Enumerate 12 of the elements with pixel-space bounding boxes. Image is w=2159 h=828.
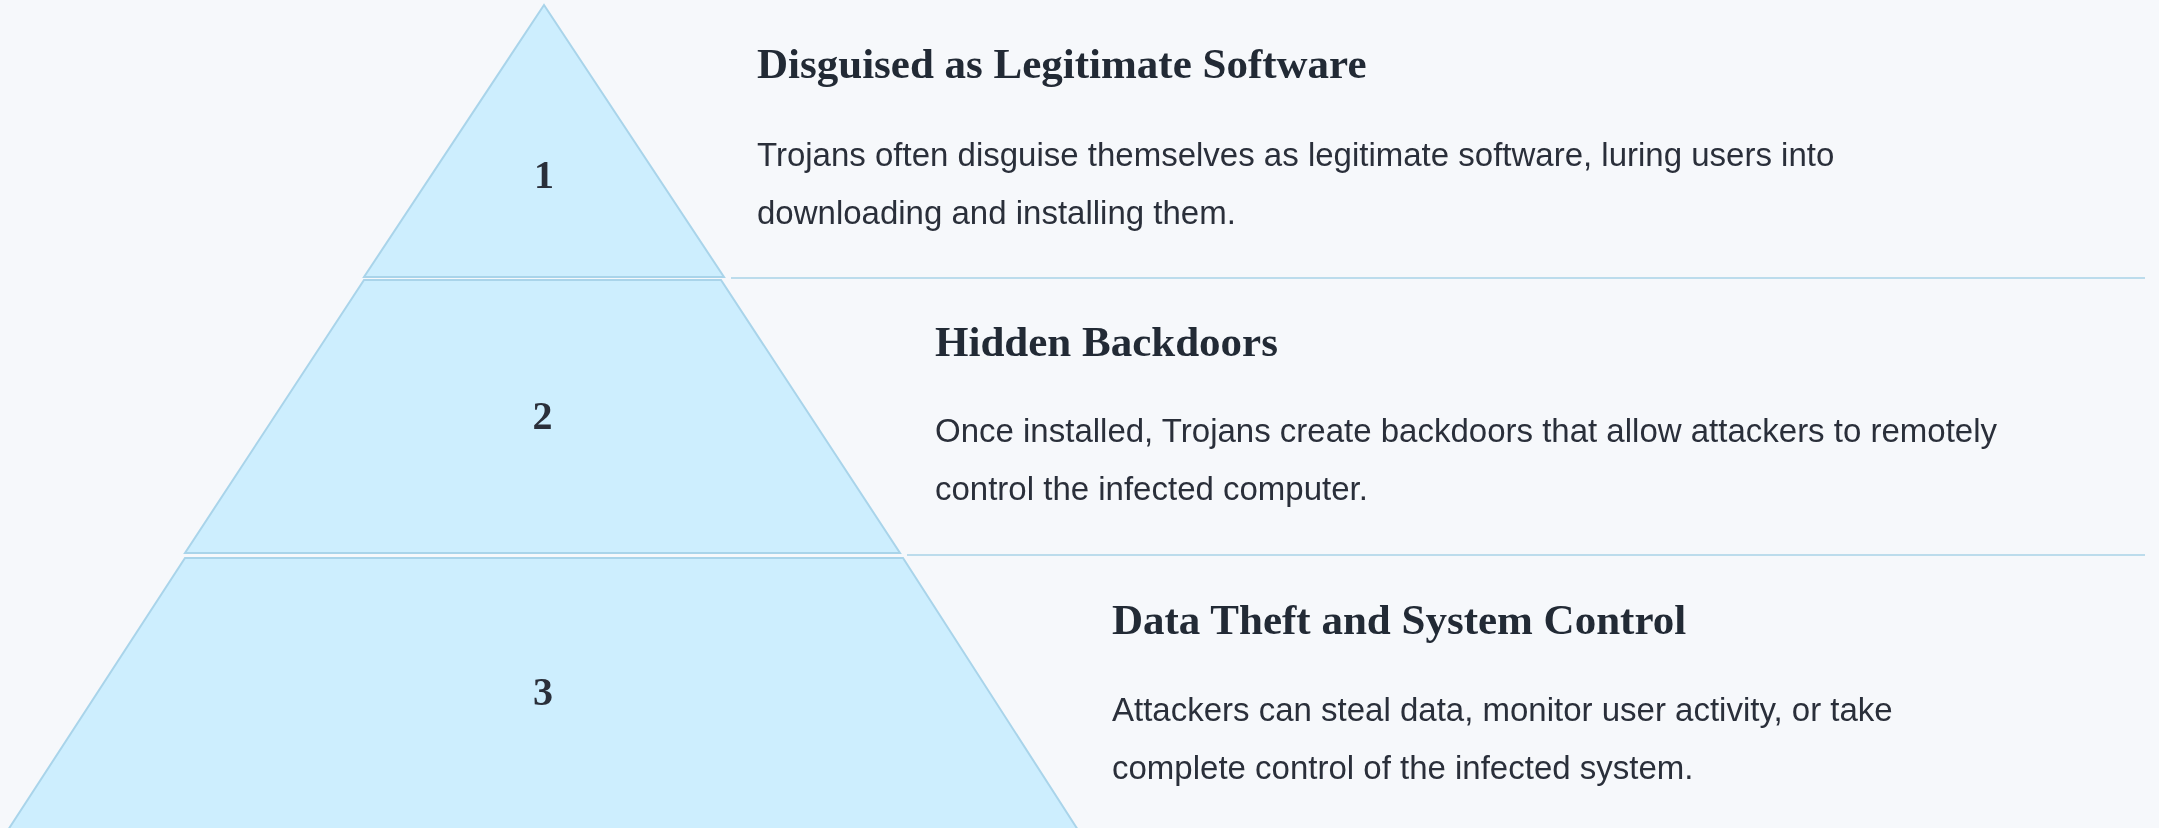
tier-heading: Hidden Backdoors bbox=[935, 318, 1278, 366]
pyramid-tier bbox=[183, 279, 902, 554]
pyramid-tier bbox=[6, 557, 1080, 828]
tier-number: 3 bbox=[532, 672, 554, 712]
tier-number: 2 bbox=[531, 396, 554, 436]
tier-heading: Data Theft and System Control bbox=[1112, 596, 1687, 644]
tier-heading: Disguised as Legitimate Software bbox=[757, 40, 1367, 88]
tier-description: Once installed, Trojans create backdoors that allow attackers to remotely control the infected computer. bbox=[935, 411, 1998, 509]
tier-number: 1 bbox=[533, 155, 555, 195]
tier-description: Trojans often disguise themselves as legitimate software, luring users into downloading and installing them. bbox=[757, 135, 1836, 233]
pyramid-top-triangle bbox=[362, 3, 726, 278]
tier-description: Attackers can steal data, monitor user activity, or take complete control of the infected system. bbox=[1112, 690, 1894, 788]
